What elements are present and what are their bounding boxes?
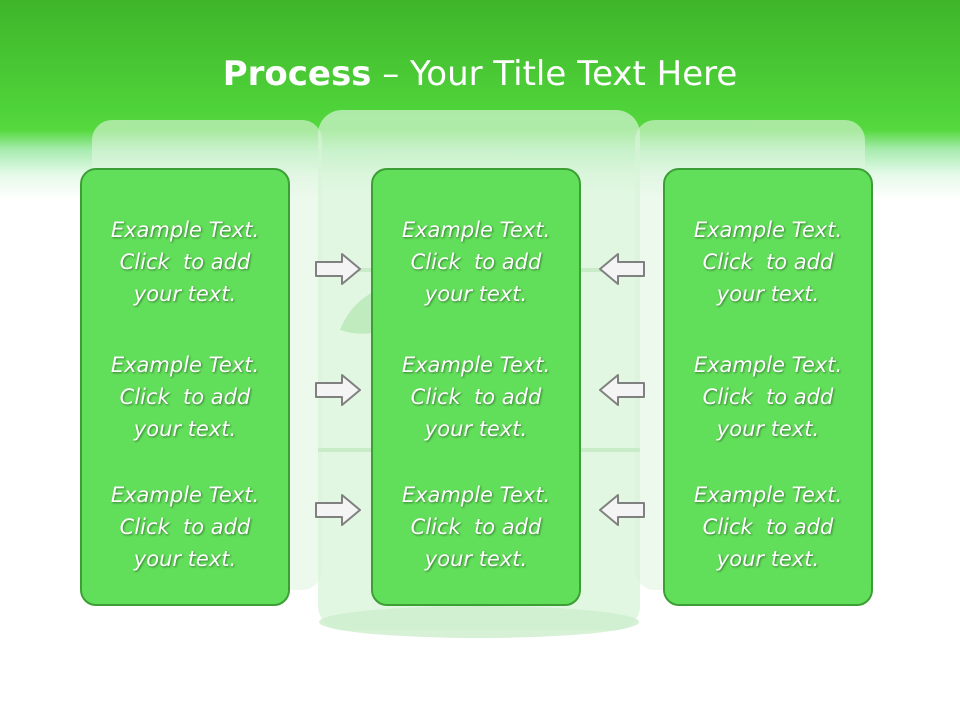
text-line: Example Text. [693, 353, 843, 377]
text-block[interactable]: Example Text. Click to add your text. [82, 214, 288, 310]
left-arrow-icon [599, 253, 645, 285]
text-line: Example Text. [401, 353, 551, 377]
text-line: Click to add [702, 385, 834, 409]
left-arrow-icon [599, 374, 645, 406]
text-line: Click to add [119, 250, 251, 274]
right-text-panel[interactable]: Example Text. Click to add your text. Ex… [663, 168, 873, 606]
text-line: Click to add [410, 385, 542, 409]
text-line: Click to add [410, 515, 542, 539]
text-line: Click to add [702, 250, 834, 274]
text-line: your text. [424, 417, 528, 441]
text-block[interactable]: Example Text. Click to add your text. [82, 349, 288, 445]
text-line: Example Text. [110, 353, 260, 377]
text-block[interactable]: Example Text. Click to add your text. [373, 479, 579, 575]
text-line: Click to add [119, 385, 251, 409]
text-line: your text. [133, 547, 237, 571]
right-arrow-icon [315, 494, 361, 526]
text-line: Example Text. [401, 218, 551, 242]
text-line: your text. [424, 547, 528, 571]
slide-title-rest: – Your Title Text Here [371, 54, 738, 94]
text-block[interactable]: Example Text. Click to add your text. [373, 349, 579, 445]
text-block[interactable]: Example Text. Click to add your text. [665, 349, 871, 445]
slide-title: Process – Your Title Text Here [0, 52, 960, 96]
text-line: Click to add [119, 515, 251, 539]
text-line: your text. [133, 417, 237, 441]
text-line: your text. [716, 282, 820, 306]
center-text-panel[interactable]: Example Text. Click to add your text. Ex… [371, 168, 581, 606]
text-line: Click to add [410, 250, 542, 274]
text-line: Example Text. [401, 483, 551, 507]
left-text-panel[interactable]: Example Text. Click to add your text. Ex… [80, 168, 290, 606]
text-line: your text. [133, 282, 237, 306]
text-line: Example Text. [110, 483, 260, 507]
text-line: your text. [716, 417, 820, 441]
text-line: Example Text. [110, 218, 260, 242]
text-line: your text. [716, 547, 820, 571]
text-block[interactable]: Example Text. Click to add your text. [665, 214, 871, 310]
left-arrow-icon [599, 494, 645, 526]
text-block[interactable]: Example Text. Click to add your text. [82, 479, 288, 575]
text-line: Example Text. [693, 218, 843, 242]
right-arrow-icon [315, 253, 361, 285]
right-arrow-icon [315, 374, 361, 406]
text-line: your text. [424, 282, 528, 306]
text-block[interactable]: Example Text. Click to add your text. [665, 479, 871, 575]
text-line: Click to add [702, 515, 834, 539]
text-line: Example Text. [693, 483, 843, 507]
slide-title-bold: Process [222, 54, 372, 94]
text-block[interactable]: Example Text. Click to add your text. [373, 214, 579, 310]
